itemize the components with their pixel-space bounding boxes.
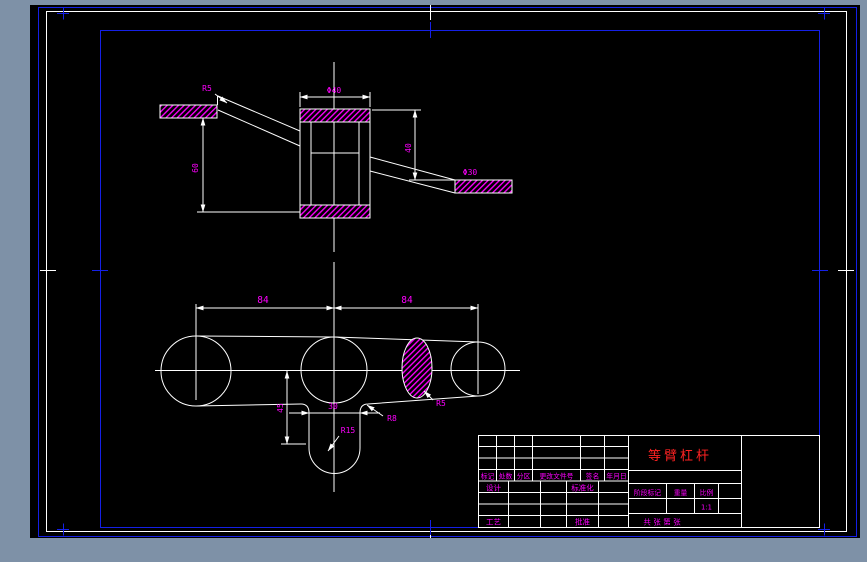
inner-frame [57,7,830,536]
dim-left-arm-label: 84 [257,295,269,306]
inner-border [100,30,820,528]
sheet-note: 共 张 第 张 [643,517,681,527]
role-approve-label: 批准 [575,517,590,527]
role-process-label: 工艺 [486,518,501,527]
dim-left-height-label: 60 [191,163,200,173]
rev-header-sign: 签名 [586,471,600,480]
leader-line [214,93,228,104]
fillet-label: R5 [202,84,212,93]
section-hatch-hub-top [299,108,371,123]
role-design-label: 设计 [486,483,501,493]
sheet-frame [40,5,854,538]
viewport-boundary [38,7,857,537]
sheet-border [46,11,847,532]
radius-r15-label: R15 [341,426,356,435]
radius-r8-label: R8 [387,414,397,423]
corner-mark-top-left [57,7,69,20]
lever-top-edge [195,335,335,338]
drawing-canvas[interactable] [30,5,860,538]
scale-label: 比例 [700,488,714,497]
boss-label: Φ30 [463,168,478,177]
rev-header-count: 处数 [499,471,513,480]
plan-view: 84 84 45 30 R15 R8 R5 [155,262,520,492]
corner-mark-top-right [818,7,830,20]
rev-header-zone: 分区 [517,471,531,480]
leader-line [327,435,340,452]
stage-label: 阶段标记 [634,488,661,497]
role-standard-label: 标准化 [571,483,594,493]
arm-line [369,170,456,194]
rev-header-docno: 更改文件号 [540,471,574,480]
rev-header-mark: 标记 [481,471,495,480]
dim-right-arm-label: 84 [401,295,413,306]
section-hatch-left [159,104,218,119]
lever-top-edge [333,336,479,343]
dim-right-height-label: 40 [404,143,413,153]
arm-line [369,156,456,181]
name-and-scale-grid [628,470,742,514]
arm-line [217,95,301,132]
corner-mark-bottom-left [57,523,69,536]
leader-line [423,390,434,401]
section-hatch-ellipse [401,337,433,399]
corner-mark-bottom-right [818,523,830,536]
revision-grid [478,435,629,528]
title-block: 标记 处数 分区 更改文件号 签名 年月日 设计 标准化 工艺 批准 等臂杠杆 … [478,435,820,528]
leader-line [366,404,384,417]
dim-hub-label: Φ40 [327,86,342,95]
dim-drop-label: 45 [276,403,285,413]
part-name: 等臂杠杆 [648,448,712,464]
front-view: Φ40 R5 60 40 Φ30 [159,62,513,252]
arm-line [217,109,301,147]
weight-label: 重量 [674,489,688,497]
dim-slot-width-label: 30 [328,402,338,411]
section-hatch-right [454,179,513,194]
lever-bottom-edge-and-slot [195,395,479,474]
radius-r5-label: R5 [436,399,446,408]
scale-value: 1:1 [701,504,712,512]
rev-header-date: 年月日 [606,471,626,480]
section-hatch-hub-bottom [299,204,371,219]
